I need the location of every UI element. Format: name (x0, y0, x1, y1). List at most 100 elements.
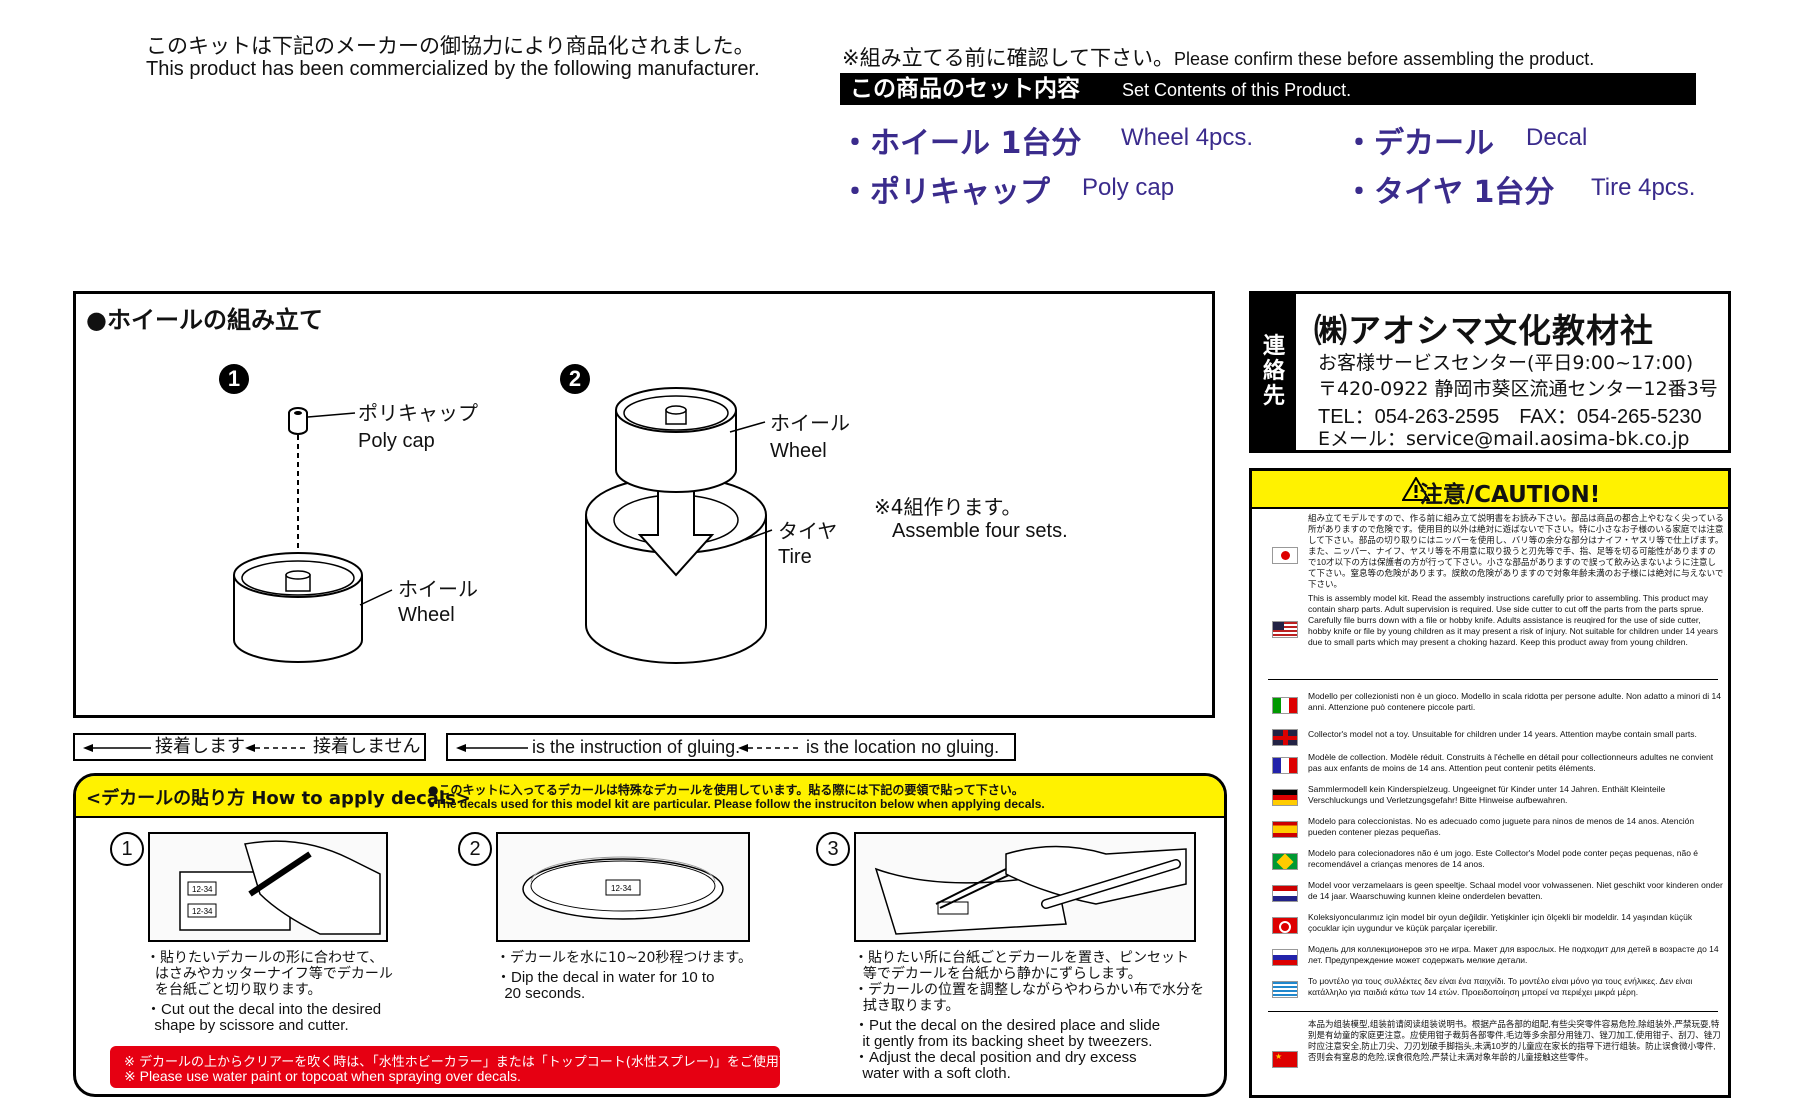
confirm-note-jp: ※組み立てる前に確認して下さい。 (842, 46, 1174, 70)
caution-text-italy: Modello per collezionisti non è un gioco… (1308, 691, 1721, 712)
flag-netherlands-icon (1272, 885, 1298, 902)
decal-sample-text-b: 12-34 (192, 907, 213, 916)
flag-italy-icon (1272, 697, 1298, 714)
glue-label-jp: 接着します (155, 736, 245, 757)
glue-label-en: is the instruction of gluing. (532, 737, 741, 757)
flag-spain-icon (1272, 821, 1298, 838)
assemble-note-en: Assemble four sets. (892, 520, 1068, 542)
set-item-polycap-en: Poly cap (1082, 174, 1175, 201)
decal-step-3-illustration (854, 832, 1196, 942)
glue-arrow-icon (83, 744, 151, 752)
caution-text-turkey: Koleksiyoncularımız için model bir oyun … (1308, 912, 1693, 933)
maker-note-en: This product has been commercialized by … (146, 58, 760, 80)
caution-header: 注意/CAUTION! (1252, 471, 1728, 509)
polycap-label-jp: ポリキャップ (358, 401, 478, 425)
step-2-number: 2 (560, 364, 590, 394)
confirm-note-en: Please confirm these before assembling t… (1173, 49, 1595, 69)
caution-text-china: 本品为组装模型,组装前请阅读组装说明书。根据产品各部的组配,有些尖突零件容易危险… (1308, 1019, 1721, 1062)
wheel-assembly-title: ●ホイールの組み立て (86, 306, 323, 334)
noglue-label-jp: 接着しません (313, 736, 421, 757)
wheel-label-en: Wheel (398, 604, 455, 626)
decal-step-2-jp: ・デカールを水に10~20秒程つけます。 (496, 950, 752, 966)
set-item-tire-en: Tire 4pcs. (1591, 174, 1696, 201)
decal-step-2-number: 2 (458, 832, 492, 866)
step-1-illustration (233, 407, 393, 663)
caution-panel: 注意/CAUTION! 組み立てモデルですので、作る前に組み立て説明書をお読み下… (1249, 468, 1731, 1098)
wheel2-label-en: Wheel (770, 440, 827, 462)
noglue-arrow-icon (245, 744, 307, 752)
decal-header: <デカールの貼り方 How to apply decals> ●このキットに入っ… (76, 776, 1224, 818)
wheel-label-jp: ホイール (398, 577, 478, 601)
decal-step-3-en: ・Put the decal on the desired place and … (854, 1017, 1161, 1082)
caution-text-usa: This is assembly model kit. Read the ass… (1308, 593, 1718, 647)
flag-uk-icon (1272, 729, 1298, 746)
noglue-label-en: is the location no gluing. (806, 737, 1000, 757)
caution-text-japan: 組み立てモデルですので、作る前に組み立て説明書をお読み下さい。部品は商品の都合上… (1308, 513, 1724, 589)
decal-step-1-en: ・Cut out the decal into the desired shap… (146, 1001, 382, 1034)
company-phone: TEL：054-263-2595 FAX：054-265-5230 (1318, 406, 1702, 428)
confirm-note: ※組み立てる前に確認して下さい。Please confirm these bef… (842, 42, 1594, 72)
glue-legend-jp: 接着します 接着しません (73, 733, 426, 761)
decal-step-2-en: ・Dip the decal in water for 10 to 20 sec… (496, 969, 715, 1002)
contact-side-char-3: 先 (1262, 384, 1285, 409)
flag-france-icon (1272, 757, 1298, 774)
flag-greece-icon (1272, 981, 1298, 998)
set-contents-title-en: Set Contents of this Product. (1122, 80, 1352, 100)
step-1-number: 1 (219, 364, 249, 394)
set-item-wheel-en: Wheel 4pcs. (1121, 124, 1254, 151)
caution-text-germany: Sammlermodell kein Kinderspielzeug. Unge… (1308, 784, 1666, 805)
caution-text-greece: Το μοντέλο για τους συλλέκτες δεν είναι … (1308, 976, 1693, 997)
decal-warning-bar: ※ デカールの上からクリアーを吹く時は、「水性ホビーカラー」または「トップコート… (110, 1046, 831, 1088)
assemble-note-jp: ※4組作ります。 (874, 495, 1022, 519)
contact-panel: 連 絡 先 ㈱アオシマ文化教材社 お客様サービスセンター(平日9:00~17:0… (1249, 291, 1731, 453)
warning-triangle-icon (1402, 477, 1430, 501)
flag-brazil-icon (1272, 853, 1298, 870)
noglue-arrow-en-icon (738, 744, 800, 752)
caution-separator-2 (1268, 1011, 1718, 1012)
decal-step-1-jp: ・貼りたいデカールの形に合わせて、 はさみやカッターナイフ等でデカール を台紙ご… (146, 950, 393, 998)
decal-note-jp: ●このキットに入ってるデカールは特殊なデカールを使用しています。貼る際には下記の… (428, 783, 1024, 797)
decal-warning-en: ※ Please use water paint or topcoat when… (124, 1068, 521, 1084)
set-item-decal: ・デカール (1344, 126, 1494, 161)
caution-text-brazil: Modelo para colecionadores não é um jogo… (1308, 848, 1699, 869)
decal-title: <デカールの貼り方 How to apply decals> (86, 788, 471, 809)
caution-text-spain: Modelo para coleccionistas. No es adecua… (1308, 816, 1695, 837)
caution-text-netherlands: Model voor verzamelaars is geen speeltje… (1308, 880, 1723, 901)
service-hours: お客様サービスセンター(平日9:00~17:00) (1318, 352, 1694, 374)
company-name: ㈱アオシマ文化教材社 (1314, 311, 1654, 350)
contact-side-char-2: 絡 (1262, 359, 1285, 384)
company-address: 〒420-0922 静岡市葵区流通センター12番3号 (1318, 378, 1718, 400)
set-contents-title-jp: この商品のセット内容 (850, 76, 1080, 102)
maker-note-jp: このキットは下記のメーカーの御協力により商品化されました。 (146, 34, 755, 58)
set-item-decal-en: Decal (1526, 124, 1588, 151)
decal-sample-text-a: 12-34 (192, 885, 213, 894)
contact-side-label: 連 絡 先 (1252, 294, 1296, 450)
company-email: Eメール：service@mail.aosima-bk.co.jp (1318, 428, 1690, 450)
tire-label-jp: タイヤ (778, 519, 838, 543)
set-item-polycap: ・ポリキャップ (840, 175, 1050, 210)
flag-usa-icon (1272, 621, 1298, 638)
polycap-label-en: Poly cap (358, 430, 435, 452)
caution-title: 注意/CAUTION! (1419, 482, 1601, 508)
glue-arrow-en-icon (456, 744, 528, 752)
set-contents-bar: この商品のセット内容 Set Contents of this Product. (840, 73, 1696, 105)
decal-warning-jp: ※ デカールの上からクリアーを吹く時は、「水性ホビーカラー」または「トップコート… (124, 1055, 831, 1070)
glue-legend-en: is the instruction of gluing. is the loc… (446, 733, 1016, 761)
flag-japan-icon (1272, 547, 1298, 564)
decal-step-3-jp: ・貼りたい所に台紙ごとデカールを置き、ピンセット 等でデカールを台紙から静かにず… (854, 950, 1204, 1014)
flag-germany-icon (1272, 789, 1298, 806)
decal-step-1-number: 1 (110, 832, 144, 866)
decal-sample-text-c: 12-34 (611, 884, 632, 893)
caution-text-uk: Collector's model not a toy. Unsuitable … (1308, 729, 1697, 739)
set-item-tire: ・タイヤ 1台分 (1344, 175, 1555, 210)
decal-note-en: ●The decals used for this model kit are … (428, 797, 1045, 811)
tire-label-en: Tire (778, 546, 812, 568)
wheel2-label-jp: ホイール (770, 411, 850, 435)
flag-china-icon: ★ (1272, 1051, 1298, 1068)
caution-text-france: Modèle de collection. Modèle réduit. Con… (1308, 752, 1714, 773)
caution-text-russia: Модель для коллекционеров это не игра. М… (1308, 944, 1719, 965)
decal-step-1-illustration: 12-34 12-34 (148, 832, 388, 942)
contact-side-char-1: 連 (1262, 334, 1285, 359)
flag-turkey-icon (1272, 917, 1298, 934)
wheel-assembly-panel (73, 291, 1215, 718)
